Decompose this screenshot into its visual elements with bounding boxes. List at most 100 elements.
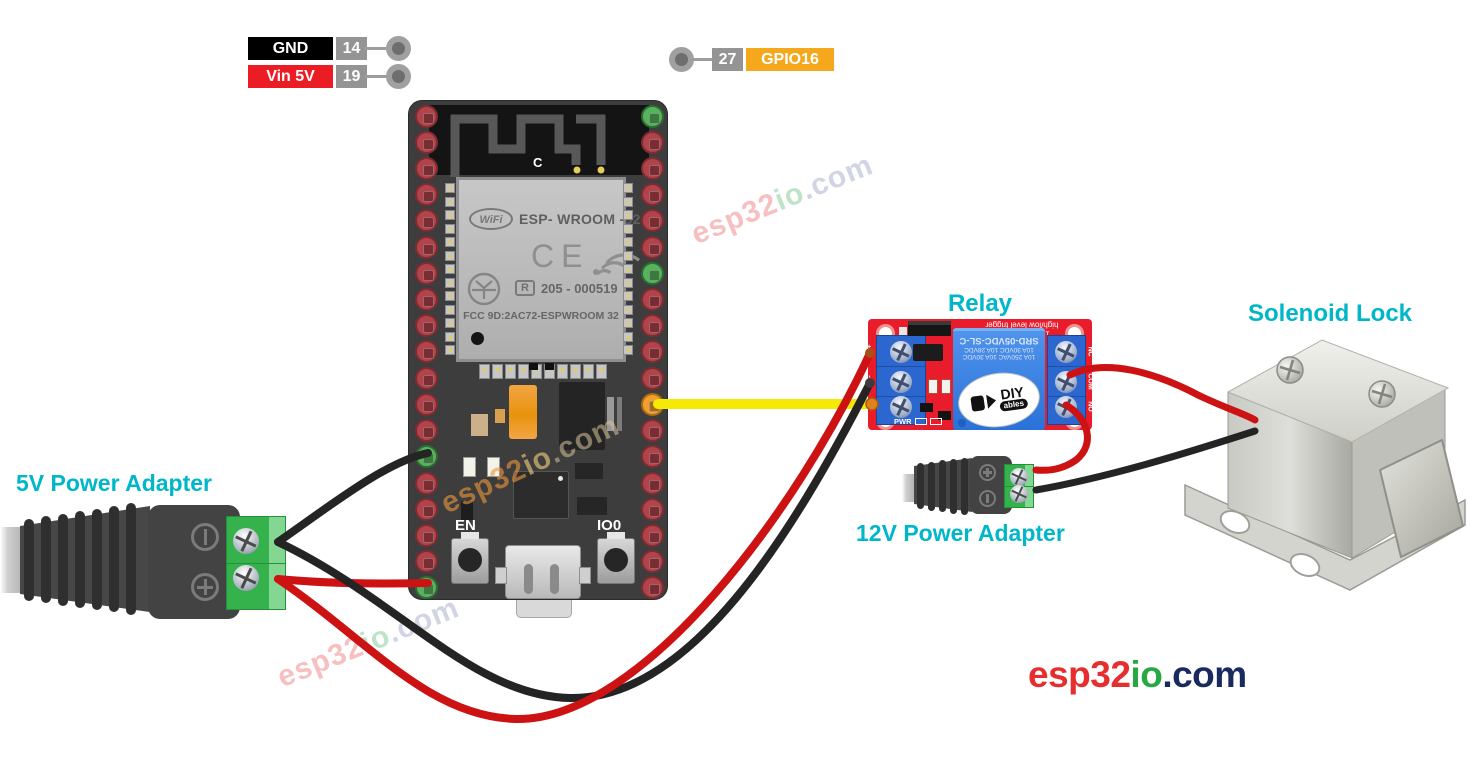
esp32-pin-right-6 — [640, 235, 664, 259]
logo-seg-esp32: esp32 — [1028, 654, 1131, 695]
module-pad — [623, 237, 633, 247]
module-pad — [445, 331, 455, 342]
smd-resistor — [941, 379, 951, 394]
gpio16-pin-number: 27 — [712, 48, 743, 71]
esp32-pin-right-19 — [640, 576, 664, 600]
module-pad — [623, 210, 633, 220]
usb-slot — [550, 564, 559, 594]
adapter-12v-title: 12V Power Adapter — [856, 520, 1065, 546]
minus-polarity-icon — [191, 523, 219, 551]
esp32-pin-left-14 — [414, 445, 438, 469]
esp32-pin-left-12 — [414, 392, 438, 416]
relay-title: Relay — [947, 290, 1013, 317]
jumper — [908, 321, 951, 336]
esp32-pin-left-5 — [414, 209, 438, 233]
en-button-label: EN — [455, 517, 476, 534]
esp32-pin-left-10 — [414, 340, 438, 364]
solenoid-latch-bolt — [1379, 439, 1464, 558]
esp32-pins-left — [414, 101, 438, 600]
module-pad — [445, 345, 455, 355]
solenoid-title: Solenoid Lock — [1248, 300, 1413, 327]
module-pad — [445, 291, 455, 301]
pwr-label: PWR — [894, 417, 912, 426]
usb-tab — [579, 567, 591, 584]
esp32-pin-left-17 — [414, 524, 438, 548]
adapter-12v — [890, 450, 1060, 525]
solenoid-lock — [1184, 339, 1466, 591]
esp32-pin-left-16 — [414, 497, 438, 521]
pwr-led — [914, 418, 927, 425]
module-dot — [471, 332, 484, 345]
terminal-label-com: COM — [1086, 373, 1094, 390]
terminal-block-5v — [226, 516, 286, 610]
esp32-pin-right-9 — [640, 314, 664, 338]
relay-cube: 10A 250VAC 10A 30VDC 10A 30VDC 10A 28VDC… — [953, 328, 1045, 433]
esp32-pin-right-4 — [640, 183, 664, 207]
esp32-pin-left-7 — [414, 261, 438, 285]
jack-body — [148, 505, 240, 619]
module-pad — [445, 183, 455, 193]
esp-wroom-32-module: WiFi ESP- WROOM -32 CE R 205 - 000519 FC… — [456, 177, 640, 362]
module-pad — [623, 264, 633, 274]
esp32-pin-left-1 — [414, 104, 438, 128]
module-pad — [623, 183, 633, 193]
module-pad — [445, 264, 455, 274]
module-name: ESP- WROOM -32 — [519, 211, 641, 227]
module-pad — [445, 250, 455, 261]
terminal-label-dc-minus: DC- — [866, 375, 874, 388]
esp32-pin-left-19 — [414, 576, 438, 600]
r-mark: R — [515, 280, 535, 296]
module-pad — [445, 318, 455, 328]
esp32io-logo: esp32io.com — [1028, 654, 1247, 696]
gpio16-connector-dot — [669, 47, 694, 72]
gnd-pin-number: 14 — [336, 37, 367, 60]
module-pad — [623, 291, 633, 301]
esp32-pin-right-1 — [640, 104, 664, 128]
barrel-jack-tip — [902, 474, 914, 502]
relay-rating1: 10A 250VAC 10A 30VDC — [962, 352, 1036, 360]
esp32-pin-left-11 — [414, 366, 438, 390]
watermark-esp32io-bottom: esp32io.com — [273, 591, 464, 695]
esp32-pin-right-14 — [640, 445, 664, 469]
antenna-trace — [450, 114, 606, 177]
esp32-pin-left-9 — [414, 314, 438, 338]
esp32-pin-right-17 — [640, 524, 664, 548]
esp32-pin-left-8 — [414, 288, 438, 312]
esp32-pin-left-6 — [414, 235, 438, 259]
esp32-pin-right-8 — [640, 288, 664, 312]
watermark-seg: esp32 — [686, 186, 783, 251]
esp32-pin-right-18 — [640, 550, 664, 574]
transistor — [938, 411, 951, 420]
vin-connector-dot — [386, 64, 411, 89]
relay-cube-text: 10A 250VAC 10A 30VDC 10A 30VDC 10A 28VDC… — [955, 334, 1043, 360]
cube-dot — [958, 419, 966, 427]
module-pad — [518, 364, 529, 379]
vin-connector-line — [365, 75, 389, 78]
module-pad — [445, 277, 455, 288]
gnd-pin-label: GND — [248, 37, 333, 60]
watermark-esp32io-top: esp32io.com — [687, 148, 878, 252]
esp32-pin-right-13 — [640, 419, 664, 443]
esp32-pin-right-11 — [640, 366, 664, 390]
terminal-label-nc: NC — [1086, 346, 1094, 357]
smd-resistor — [928, 379, 938, 394]
optocoupler-ic — [913, 344, 943, 361]
relay-rating2: 10A 30VDC 10A 28VDC — [964, 345, 1034, 353]
relay-module: 1 Relay Module high/low level trigger DC… — [866, 319, 1094, 433]
io0-button-label: IO0 — [597, 517, 622, 534]
esp32-antenna-area: C — [429, 105, 649, 177]
adapter-5v — [0, 460, 300, 630]
module-pad — [570, 364, 581, 379]
gpio16-pin-label: GPIO16 — [746, 48, 834, 71]
fcc-line: FCC 9D:2AC72-ESPWROOM 32 — [463, 310, 619, 322]
watermark-seg: esp32 — [272, 629, 369, 694]
usb-tab — [495, 567, 507, 584]
diyables-logo: DIY ables — [954, 367, 1044, 433]
barrel-jack-boot — [914, 458, 972, 515]
module-pad — [445, 237, 455, 247]
terminal-label-in: IN — [866, 403, 874, 410]
relay-model: SRD-05VDC-SL-C — [959, 334, 1039, 346]
module-pad — [596, 364, 607, 379]
micro-usb-port — [505, 545, 581, 599]
